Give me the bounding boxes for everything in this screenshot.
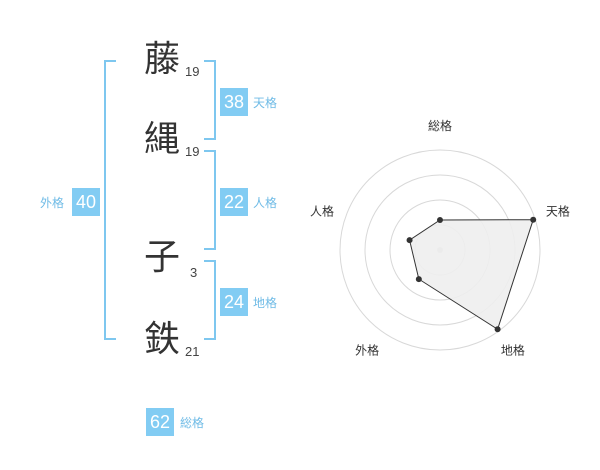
stroke-count-3: 3: [190, 265, 198, 280]
chikaku-label: 地格: [253, 296, 278, 310]
radar-point: [530, 216, 537, 223]
radar-ring: [339, 149, 541, 351]
stroke-count-4: 21: [185, 344, 200, 359]
name-char-1: 藤: [143, 39, 180, 80]
radar-axis-label: 外格: [355, 342, 379, 357]
soukaku-badge: 62: [146, 408, 174, 436]
soukaku-label: 総格: [180, 416, 205, 430]
radar-axis-label: 人格: [310, 204, 334, 219]
radar-point: [406, 237, 413, 244]
name-char-2: 縄: [143, 119, 180, 160]
chikaku-badge: 24: [220, 288, 248, 316]
stroke-count-2: 19: [185, 144, 200, 159]
radar-axis-label: 総格: [428, 118, 452, 133]
tenkaku-bracket: [204, 60, 216, 140]
jinkaku-badge: 22: [220, 188, 248, 216]
radar-point: [494, 326, 501, 333]
jinkaku-label: 人格: [253, 196, 278, 210]
gaikaku-label: 外格: [40, 196, 65, 210]
radar-point: [437, 217, 443, 223]
gaikaku-bracket: [104, 60, 116, 340]
radar-area: [408, 219, 534, 331]
tenkaku-badge: 38: [220, 88, 248, 116]
chikaku-bracket: [204, 260, 216, 340]
tenkaku-label: 天格: [253, 96, 278, 110]
name-char-4: 鉄: [143, 319, 180, 360]
radar-axis-label: 地格: [501, 342, 525, 357]
stroke-count-1: 19: [185, 64, 200, 79]
name-char-3: 子: [143, 237, 180, 278]
gaikaku-badge: 40: [72, 188, 100, 216]
jinkaku-bracket: [204, 150, 216, 250]
radar-axis-label: 天格: [546, 204, 570, 219]
radar-point: [415, 276, 422, 283]
